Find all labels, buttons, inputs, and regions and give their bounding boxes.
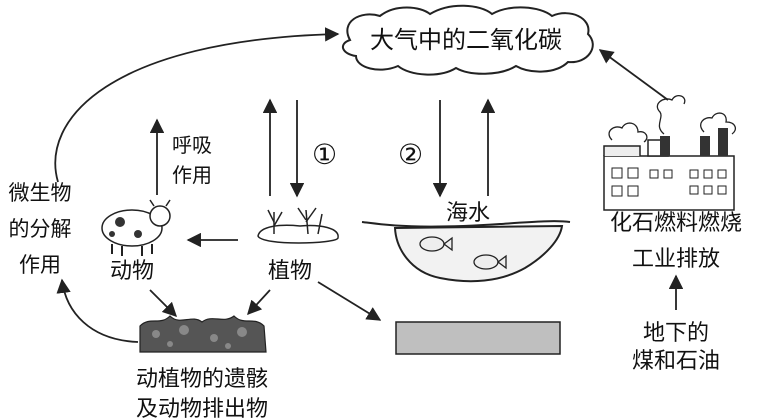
remains-to-decomposition-arrow bbox=[56, 278, 139, 343]
emission-to-atmosphere-arrow bbox=[598, 49, 669, 101]
decomposition-line1: 微生物 bbox=[9, 181, 72, 205]
decomposition-line2: 的分解 bbox=[9, 217, 72, 241]
fossil-emission-line1: 化石燃料燃烧 bbox=[610, 211, 742, 236]
respiration-label-line1: 呼吸 bbox=[172, 133, 212, 157]
factory-icon bbox=[603, 94, 737, 211]
underground-line2: 煤和石油 bbox=[632, 349, 720, 374]
atmosphere-label: 大气中的二氧化碳 bbox=[370, 26, 562, 54]
remains-pile bbox=[139, 315, 267, 353]
decomposition-to-atmosphere-arrow bbox=[54, 27, 340, 183]
sediment-layer bbox=[395, 321, 561, 355]
fish-icon bbox=[419, 236, 453, 252]
fish-icon bbox=[473, 254, 507, 270]
plant-icon bbox=[257, 207, 339, 244]
marker-2: ② bbox=[398, 138, 423, 171]
cow-icon bbox=[101, 199, 171, 256]
plant-label: 植物 bbox=[268, 259, 312, 284]
plant-to-remains-arrow bbox=[247, 289, 271, 316]
remains-line2: 及动物排出物 bbox=[136, 397, 268, 420]
atmosphere-cloud bbox=[341, 4, 594, 76]
seawater-label: 海水 bbox=[446, 201, 490, 226]
animal-to-remains-arrow bbox=[149, 289, 178, 318]
marker-1: ① bbox=[312, 138, 337, 171]
fossil-emission-line2: 工业排放 bbox=[632, 247, 720, 272]
animal-label: 动物 bbox=[110, 259, 154, 284]
seawater-basin bbox=[361, 220, 571, 283]
respiration-label-line2: 作用 bbox=[172, 163, 212, 187]
decomposition-line3: 作用 bbox=[19, 253, 61, 277]
remains-line1: 动植物的遗骸 bbox=[136, 367, 268, 392]
underground-line1: 地下的 bbox=[643, 321, 709, 346]
plant-to-sediment-arrow bbox=[317, 281, 382, 321]
